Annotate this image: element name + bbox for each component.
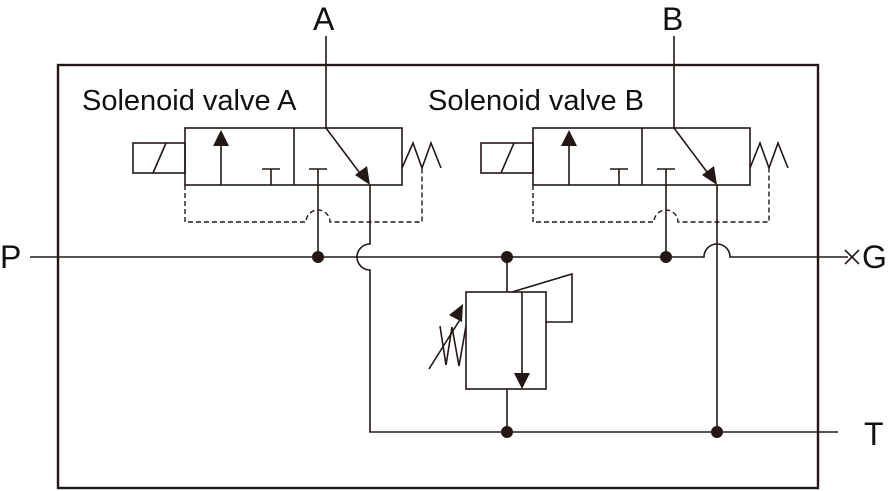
valve-b-flow-arrow-up <box>561 130 577 185</box>
port-label-t: T <box>864 416 884 452</box>
manifold-frame <box>56 63 820 490</box>
relief-pilot-line <box>511 272 573 323</box>
valve-a-flow-arrow-up <box>213 130 229 185</box>
valve-b-spring-icon <box>749 140 789 171</box>
junction-dot <box>711 426 723 438</box>
relief-valve-body <box>465 291 547 390</box>
junction-dot <box>501 251 513 263</box>
valve-a-flow-arrow-diagonal <box>325 127 370 185</box>
adjustable-spring-icon <box>428 304 467 370</box>
junction-dot <box>660 251 672 263</box>
valve-a-blocked-port-left <box>262 168 280 185</box>
valve-a-label: Solenoid valve A <box>82 85 297 117</box>
valve-a-blocked-port-right <box>309 168 327 185</box>
solenoid-valve-a <box>132 127 442 223</box>
solenoid-a-icon <box>132 142 186 174</box>
valve-a-spring-icon <box>401 140 442 171</box>
port-label-g: G <box>862 239 887 275</box>
valve-b-blocked-port-left <box>610 168 628 185</box>
line-pressure-p-to-g <box>30 243 848 258</box>
solenoid-valve-b <box>480 127 789 223</box>
junction-dot <box>312 251 324 263</box>
relief-valve <box>428 257 573 432</box>
valve-b-flow-arrow-diagonal <box>673 127 717 185</box>
junction-dot <box>501 426 513 438</box>
port-label-a: A <box>313 1 335 37</box>
relief-flow-arrow-down <box>514 292 530 389</box>
line-valve-a-return-to-t <box>356 185 838 433</box>
valve-b-blocked-port-right <box>657 168 675 185</box>
port-label-b: B <box>662 1 683 37</box>
valve-b-label: Solenoid valve B <box>428 85 644 117</box>
solenoid-b-icon <box>480 142 534 174</box>
gauge-port-cross-icon <box>844 249 860 265</box>
port-label-p: P <box>0 239 21 275</box>
